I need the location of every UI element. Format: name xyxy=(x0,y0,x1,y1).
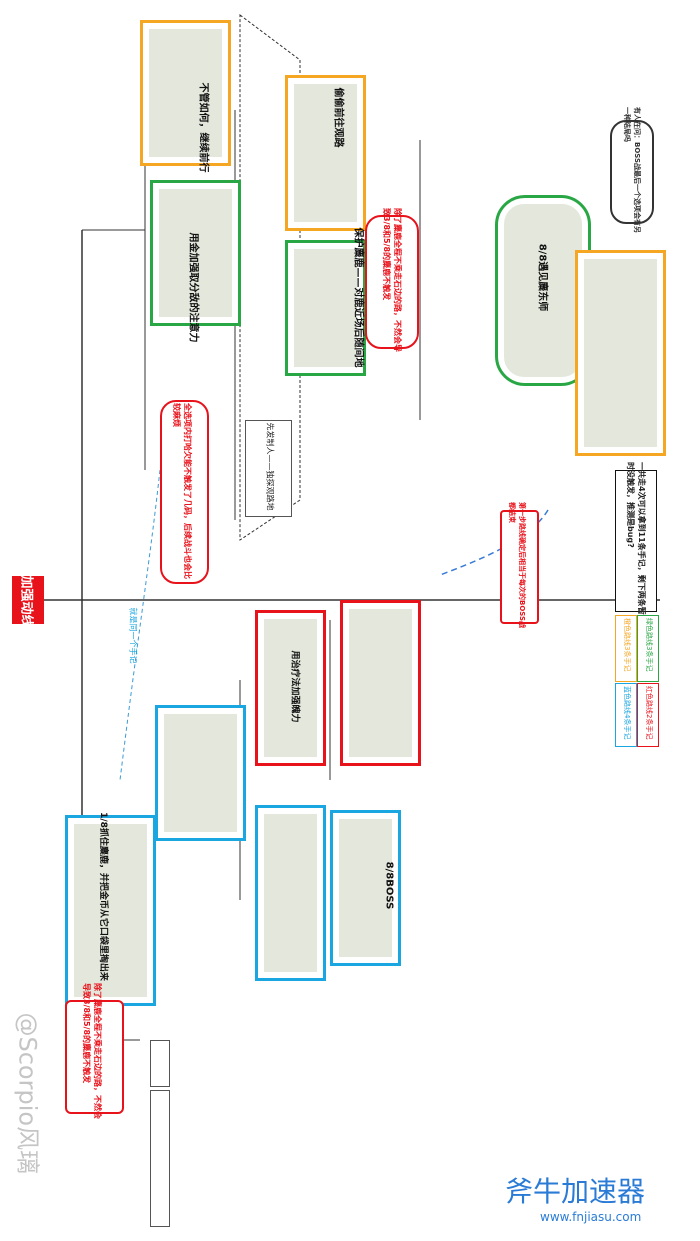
branch-label-encounter: 8/8遇见麋东师 xyxy=(536,244,551,312)
branch-label-boss: 8/8BOSS xyxy=(383,862,394,910)
watermark-right: 斧牛加速器 xyxy=(505,1170,645,1210)
legend-orange: 橙色路线3条手记 xyxy=(615,615,637,682)
card-screenshot xyxy=(164,714,237,832)
card-screenshot xyxy=(294,84,357,222)
legend-red: 红色路线2条手记 xyxy=(637,683,659,747)
legend: 橙色路线3条手记 蓝色路线4条手记 绿色路线3条手记 红色路线2条手记 xyxy=(615,615,660,745)
card-boss-orange xyxy=(575,250,666,456)
root-node[interactable]: 加强动线 xyxy=(12,576,44,624)
node-bottom-1 xyxy=(150,1040,170,1087)
legend-text: 橙色路线3条手记 xyxy=(622,618,632,671)
card-screenshot xyxy=(584,259,657,447)
watermark-left: @Scorpio风璃 xyxy=(13,1013,48,1183)
branch-label-continue: 不管如何，继续前行 xyxy=(198,83,213,173)
info-box: 一共走4次可以拿到11条手记，剩下两条暂时没触发，推测是bug? xyxy=(615,470,657,612)
legend-text: 红色路线2条手记 xyxy=(644,686,654,739)
card-preempt-bottom xyxy=(155,705,246,841)
watermark-url: www.fnjiasu.com xyxy=(540,1210,641,1224)
card-boss-red xyxy=(340,600,421,766)
branch-label-attention: 用金加强取分敌的注意力 xyxy=(188,233,203,343)
node-bottom-2 xyxy=(150,1090,170,1227)
note-deer-trigger: 除了麋鹿全程不乘走石边的路，不然会导致3/8和5/8的麋鹿不触发 xyxy=(365,215,419,349)
legend-blue: 蓝色路线4条手记 xyxy=(615,683,637,747)
node-preemptive-top: 先发制人——独探观路地 xyxy=(245,420,292,517)
legend-text: 蓝色路线4条手记 xyxy=(622,686,632,739)
card-screenshot xyxy=(294,249,357,367)
dash-label: 就是同一个手记 xyxy=(128,608,139,664)
card-screenshot xyxy=(264,814,317,972)
note-deer-trigger-bottom: 除了麋鹿全程不乘走石边的路，不然会导致3/8和5/8的麋鹿不触发 xyxy=(65,1000,124,1114)
card-approach xyxy=(255,805,326,981)
note-route: 第一步路线确定后相当于每次的BOSS战都结束 xyxy=(500,510,539,624)
branch-label-catch: 1/8抓住麋鹿，并把金币从它口袋里掏出来 xyxy=(98,812,111,981)
note-question: 有人在问：BOSS战最后一个选项会有另一种结局吗 xyxy=(610,120,654,224)
card-screenshot xyxy=(349,609,412,757)
card-sneak xyxy=(285,75,366,231)
card-continue xyxy=(140,20,231,166)
note-yawn: 全选项内打哈欠能不触发了几码，后续战斗也会比较麻烦 xyxy=(160,400,209,584)
branch-label-sneak: 偷偷前往观路 xyxy=(333,88,348,148)
branch-label-heal: 用治疗法加强魄力 xyxy=(290,650,303,722)
legend-green: 绿色路线3条手记 xyxy=(637,615,659,682)
legend-text: 绿色路线3条手记 xyxy=(644,618,654,671)
